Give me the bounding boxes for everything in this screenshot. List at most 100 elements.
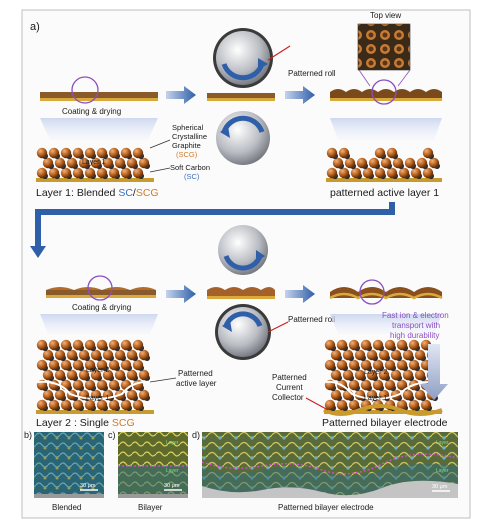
graphite-particle bbox=[326, 147, 338, 159]
layer2-cross-section bbox=[35, 339, 155, 414]
zoom-circle-2 bbox=[371, 79, 397, 105]
graphite-particle bbox=[330, 369, 342, 381]
graphite-particle bbox=[408, 339, 420, 351]
fast-transport-1: Fast ion & electron bbox=[382, 311, 449, 320]
graphite-particle bbox=[108, 359, 120, 371]
scale-bar-b: 30 μm bbox=[80, 483, 96, 489]
graphite-particle bbox=[420, 399, 432, 411]
graphite-particle bbox=[48, 359, 60, 371]
patterned-roll-top bbox=[213, 28, 273, 88]
graphite-particle bbox=[120, 339, 132, 351]
layer-boundary-left bbox=[35, 380, 155, 400]
graphite-particle bbox=[380, 157, 392, 169]
graphite-particle bbox=[360, 339, 372, 351]
graphite-particle bbox=[84, 379, 96, 391]
graphite-particle bbox=[126, 369, 138, 381]
patterned-cc-3: Collector bbox=[272, 393, 304, 402]
graphite-particle bbox=[72, 379, 84, 391]
graphite-particle bbox=[84, 147, 96, 159]
zoom-circle-4 bbox=[359, 279, 385, 305]
patterned-layer1-cross-section bbox=[326, 147, 442, 182]
graphite-particle bbox=[42, 157, 54, 169]
zoom-circle-3 bbox=[87, 275, 113, 301]
graphite-particle bbox=[378, 369, 390, 381]
patterned-roll-label-top: Patterned roll bbox=[288, 69, 336, 78]
graphite-particle bbox=[96, 399, 108, 411]
patterned-active-pointer bbox=[149, 377, 177, 383]
bilayer-cross-section bbox=[323, 339, 443, 416]
graphite-particle bbox=[60, 147, 72, 159]
micrograph-blended bbox=[34, 432, 104, 498]
graphite-particle bbox=[384, 339, 396, 351]
top-view-line-l bbox=[358, 69, 371, 87]
graphite-particle bbox=[66, 369, 78, 381]
layer1-inner-label-right: Layer 1 bbox=[364, 395, 387, 402]
scg-label-3: Graphite bbox=[172, 141, 201, 150]
patterned-strip-mid bbox=[329, 287, 443, 300]
patterned-active-2: active layer bbox=[176, 379, 217, 388]
graphite-particle bbox=[96, 379, 108, 391]
graphite-particle bbox=[356, 157, 368, 169]
graphite-particle bbox=[324, 339, 336, 351]
scg-pointer bbox=[149, 139, 171, 149]
panel-label-c: c) bbox=[108, 430, 116, 440]
current-collector bbox=[326, 178, 442, 182]
graphite-particle bbox=[348, 339, 360, 351]
graphite-particle bbox=[396, 379, 408, 391]
graphite-particle bbox=[344, 157, 356, 169]
graphite-particle bbox=[336, 359, 348, 371]
graphite-particle bbox=[326, 167, 338, 179]
caption-bilayer: Bilayer bbox=[138, 503, 163, 512]
graphite-particle bbox=[126, 157, 138, 169]
patterned-layer1-title: patterned active layer 1 bbox=[330, 187, 439, 199]
graphite-particle bbox=[66, 349, 78, 361]
layer1-inner-label-left: Layer 1 bbox=[86, 395, 109, 402]
graphite-particle bbox=[138, 157, 150, 169]
zoom-circle-1 bbox=[71, 76, 99, 104]
graphite-particle bbox=[42, 369, 54, 381]
caption-patterned: Patterned bilayer electrode bbox=[278, 503, 374, 512]
graphite-particle bbox=[60, 339, 72, 351]
graphite-particle bbox=[338, 147, 350, 159]
graphite-particle bbox=[126, 389, 138, 401]
graphite-particle bbox=[114, 369, 126, 381]
graphite-particle bbox=[366, 389, 378, 401]
graphite-particle bbox=[366, 369, 378, 381]
return-arrow-head bbox=[30, 246, 46, 258]
graphite-particle bbox=[36, 359, 48, 371]
panel-label-b: b) bbox=[24, 430, 32, 440]
zoom-fan-3 bbox=[40, 314, 158, 334]
graphite-particle bbox=[416, 157, 428, 169]
graphite-particle bbox=[372, 339, 384, 351]
graphite-particle bbox=[108, 379, 120, 391]
graphite-particle bbox=[66, 157, 78, 169]
graphite-particle bbox=[72, 167, 84, 179]
graphite-particle bbox=[60, 359, 72, 371]
graphite-particle bbox=[108, 339, 120, 351]
graphite-particle bbox=[84, 399, 96, 411]
graphite-particle bbox=[414, 349, 426, 361]
layer1-inner-label: Layer 1 bbox=[82, 159, 105, 166]
graphite-particle bbox=[428, 157, 440, 169]
top-view-label: Top view bbox=[370, 11, 401, 20]
graphite-particle bbox=[48, 399, 60, 411]
patterned-collector bbox=[323, 404, 443, 416]
process-arrow-2 bbox=[285, 86, 315, 104]
layer2-inner-label-left: Layer 2 bbox=[86, 367, 109, 374]
graphite-particle bbox=[348, 359, 360, 371]
graphite-particle bbox=[408, 359, 420, 371]
graphite-particle bbox=[96, 147, 108, 159]
graphite-particle bbox=[132, 339, 144, 351]
graphite-particle bbox=[342, 369, 354, 381]
graphite-particle bbox=[96, 339, 108, 351]
micrograph-patterned bbox=[201, 432, 459, 498]
graphite-particle bbox=[422, 147, 434, 159]
graphite-particle bbox=[84, 359, 96, 371]
patterned-cc-pointer bbox=[305, 397, 329, 411]
micrograph-bilayer bbox=[118, 432, 188, 498]
graphite-particle bbox=[354, 349, 366, 361]
graphite-particle bbox=[366, 349, 378, 361]
sc-label: Soft Carbon bbox=[170, 163, 210, 172]
graphite-particle bbox=[336, 339, 348, 351]
